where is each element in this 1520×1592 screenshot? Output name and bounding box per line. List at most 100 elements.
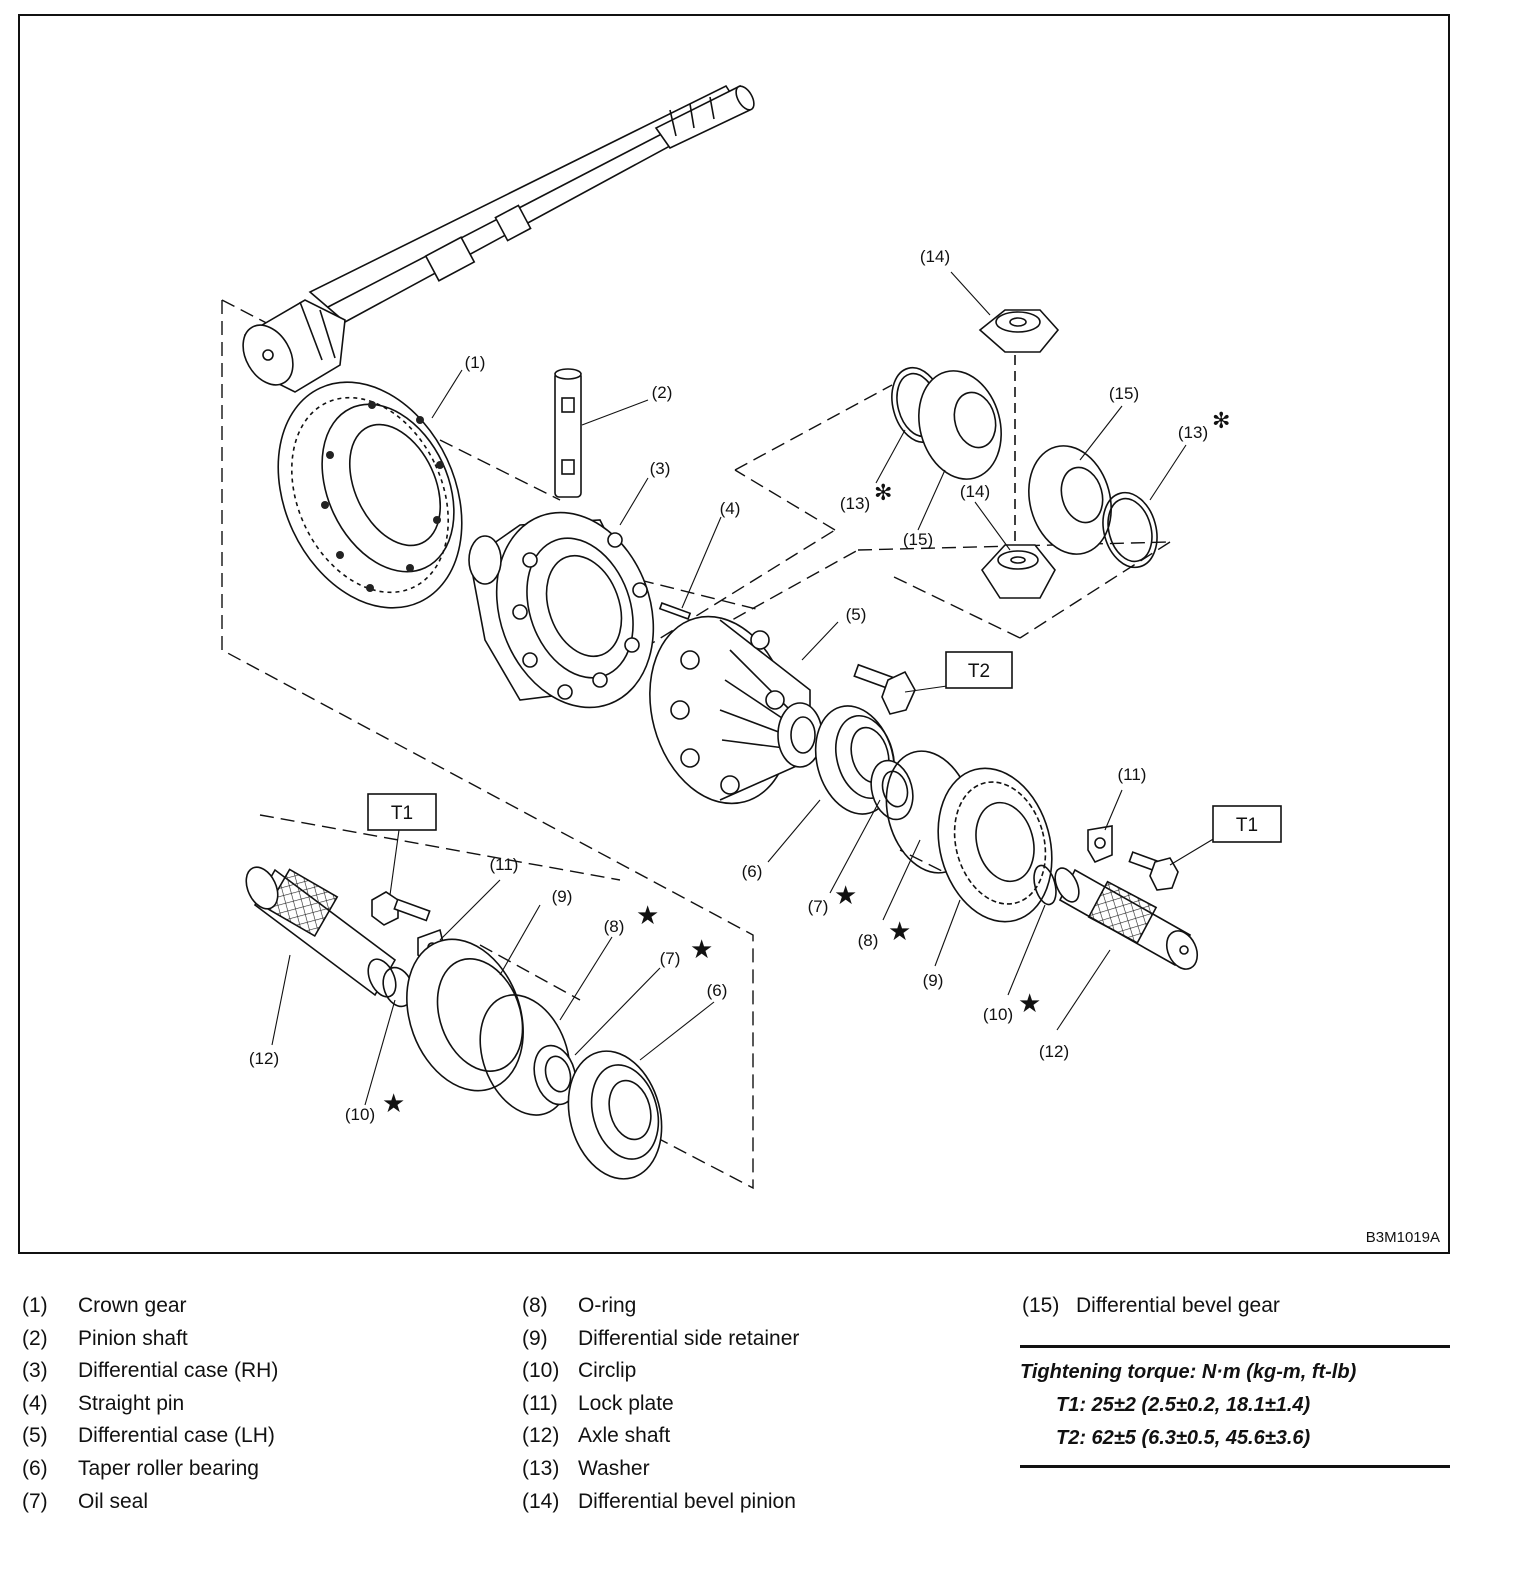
legend-item: (8) O-ring [522,1290,799,1323]
callout-4: (4) [720,499,741,518]
callout-10: (10) [345,1105,375,1124]
crown-gear [277,381,463,609]
legend-item-number: (13) [522,1456,560,1480]
legend-item: (10) Circlip [522,1355,799,1388]
star-icon: ★ [636,901,659,931]
callout-6: (6) [707,981,728,1000]
asterisk-icon: ✻ [1212,409,1230,434]
lock-plate-right [1087,825,1113,864]
legend-item-name: Axle shaft [578,1424,671,1448]
callout-9: (9) [552,887,573,906]
torque-label-t2: T2 [968,661,990,682]
torque-title: Tightening torque: N·m (kg-m, ft-lb) [1020,1361,1357,1383]
legend-item: (5)Differential case (LH) [22,1420,278,1453]
legend-column-1: (1) Crown gear (2) Pinion shaft (3) Different… [22,1290,278,1518]
legend-item-name: O-ring [578,1294,637,1317]
callout-14: (14) [960,482,990,501]
legend-item: (13) Washer [522,1453,799,1486]
callout-8: (8) [604,917,625,936]
bolt-t1-left [371,891,431,926]
bevel-gear-left [918,370,1002,480]
legend-item: (1) Crown gear [22,1290,278,1323]
legend-item: (4)Straight pin [22,1388,278,1421]
torque-box-t1-right: T1 [1212,805,1282,843]
callout-7: (7) [660,949,681,968]
legend-item-number: (15) [1022,1294,1060,1317]
legend-item: (14)Differential bevel pinion [522,1486,799,1519]
torque-box-t1-left: T1 [367,793,437,831]
differential-case-lh [649,615,823,805]
legend-column-2: (8) O-ring (9) Differential side retainer (1… [522,1290,799,1518]
legend-item: (6) Taper roller bearing [22,1453,278,1486]
figure-id: B3M1019A [1365,1229,1440,1246]
legend-item-number: (7) [22,1489,48,1513]
legend-column-3: (15) Differential bevel gear [1022,1290,1280,1323]
legend-item-number: (11) [522,1391,558,1415]
star-icon: ★ [690,935,713,965]
legend-item-name: Pinion shaft [78,1326,188,1350]
legend-item: (7)Oil seal [22,1486,278,1519]
callout-15: (15) [1109,384,1139,403]
callout-9: (9) [923,971,944,990]
tightening-torque-table: Tightening torque: N·m (kg-m, ft-lb) T1:… [1020,1345,1450,1468]
legend-item-name: Lock plate [578,1391,674,1415]
axle-shaft-long [242,84,755,393]
legend-item-number: (6) [22,1456,48,1480]
washer-right [1102,491,1158,569]
callout-3: (3) [650,459,671,478]
legend-item: (2) Pinion shaft [22,1323,278,1356]
diagram-frame: B3M1019A [18,14,1450,1254]
callout-6: (6) [742,862,763,881]
legend-item-name: Differential bevel pinion [578,1489,796,1513]
legend-item-name: Washer [578,1456,650,1480]
torque-label-t1: T1 [391,803,413,824]
legend-item-number: (2) [22,1326,48,1350]
legend-item-number: (10) [522,1359,560,1383]
legend-item-name: Differential bevel gear [1076,1294,1280,1317]
callout-14: (14) [920,247,950,266]
exploded-diagram: T1 T2 T1 (1) (2) (3) (4) (5) (6) (7) (8)… [221,84,1282,1190]
o-ring-left [479,994,571,1116]
axle-shaft-right [1054,867,1199,970]
legend-item-number: (8) [522,1294,548,1317]
differential-side-retainer-left [406,938,524,1092]
star-icon: ★ [1018,989,1041,1019]
callout-7: (7) [808,897,829,916]
torque-t1: T1: 25±2 (2.5±0.2, 18.1±1.4) [1056,1394,1311,1416]
legend-item: (15) Differential bevel gear [1022,1290,1280,1323]
callout-labels: (1) (2) (3) (4) (5) (6) (7) (8) (9) (10)… [249,247,1208,1124]
legend-item: (12) Axle shaft [522,1420,799,1453]
legend-item-name: Differential case (RH) [78,1359,279,1383]
circlip-right [1033,864,1057,906]
torque-label-t1: T1 [1236,815,1258,836]
legend-item-name: Taper roller bearing [78,1456,259,1480]
pinion-shaft [554,368,582,498]
callout-13: (13) [840,494,870,513]
callout-11: (11) [490,855,519,874]
legend-item-name: Circlip [578,1359,637,1383]
callout-1: (1) [465,353,486,372]
legend-item-number: (12) [522,1424,560,1448]
legend-item-name: Differential side retainer [578,1326,800,1350]
callout-8: (8) [858,931,879,950]
star-icon: ★ [888,917,911,947]
callout-12: (12) [249,1049,279,1068]
callout-10: (10) [983,1005,1013,1024]
differential-side-retainer-right [937,767,1053,923]
bolt-t2 [853,663,916,715]
star-icon: ★ [382,1089,405,1119]
legend-item-name: Differential case (LH) [78,1424,275,1448]
legend-item-number: (4) [22,1391,48,1415]
callout-13: (13) [1178,423,1208,442]
legend-item-number: (3) [22,1359,48,1383]
torque-t2: T2: 62±5 (6.3±0.5, 45.6±3.6) [1056,1427,1311,1449]
callout-5: (5) [846,605,867,624]
star-icon: ★ [834,881,857,911]
bevel-pinion-top [978,309,1060,545]
callout-12: (12) [1039,1042,1069,1061]
callout-15: (15) [903,530,933,549]
legend-item-name: Crown gear [78,1294,187,1317]
leader-lines [271,271,1216,1106]
legend-item-number: (1) [22,1294,48,1317]
legend-item-number: (9) [522,1326,548,1350]
